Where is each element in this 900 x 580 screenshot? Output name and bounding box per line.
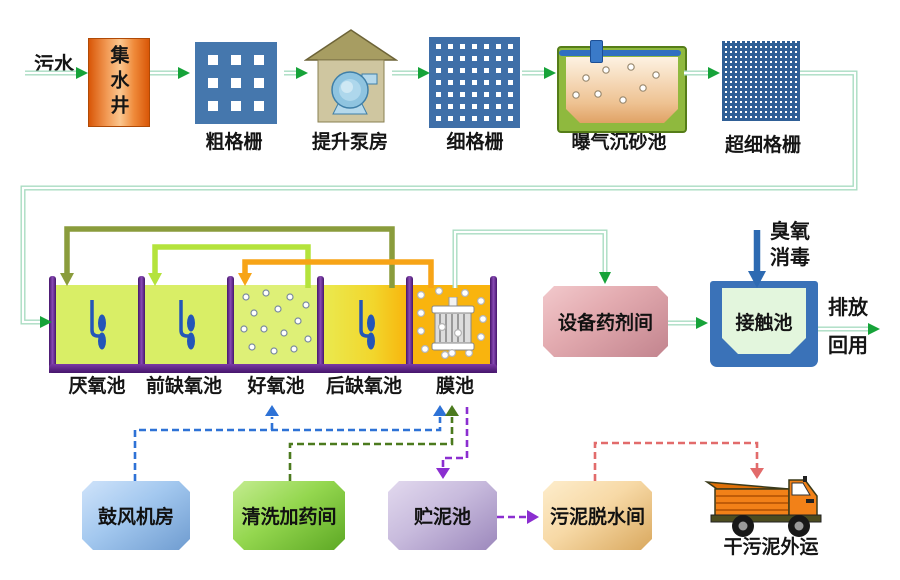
tank-wall xyxy=(490,276,497,373)
dewatering-room-label: 污泥脱水间 xyxy=(549,506,645,528)
coarse-screen-label: 粗格栅 xyxy=(205,131,263,153)
blower-room-label: 鼓风机房 xyxy=(97,506,174,528)
influent-label: 污水 xyxy=(34,52,74,76)
contact-tank-label: 接触池 xyxy=(735,311,793,334)
aerobic-bubbles xyxy=(240,289,312,355)
air-line-dashed xyxy=(133,417,442,481)
membrane-label: 膜池 xyxy=(435,375,474,397)
pump-house-svg xyxy=(303,29,399,123)
ultrafine-screen-label: 超细格栅 xyxy=(724,134,801,156)
tank-wall xyxy=(317,276,324,373)
grit-aeration-stub xyxy=(590,40,603,63)
grit-chamber-icon xyxy=(557,46,687,133)
tank-floor xyxy=(49,364,497,373)
fine-screen-icon xyxy=(429,37,520,128)
sludge-truck-icon xyxy=(703,468,827,544)
sludge-tank-box: 贮泥池 xyxy=(388,481,497,550)
collection-well-box: 集水井 xyxy=(88,38,150,127)
reuse-label: 回用 xyxy=(828,333,868,357)
pump-house-label: 提升泵房 xyxy=(311,131,388,153)
fine-screen-label: 细格栅 xyxy=(446,131,504,153)
contact-tank-liquid: 接触池 xyxy=(722,288,806,354)
cleaning-room-box: 清洗加药间 xyxy=(233,481,345,550)
cleaning-room-label: 清洗加药间 xyxy=(241,506,337,528)
mixer-icon xyxy=(179,300,195,350)
tank-wall xyxy=(138,276,145,373)
membrane-tank-liquid xyxy=(413,285,490,364)
mixer-icon xyxy=(90,300,106,350)
mixer-icon xyxy=(359,300,375,350)
cleaning-line-dashed xyxy=(288,417,454,481)
chemical-room-label: 设备药剂间 xyxy=(557,312,653,334)
ozone-label: 臭氧 消毒 xyxy=(770,219,810,269)
discharge-label: 排放 xyxy=(828,295,868,319)
cleaning-line-arrowhead xyxy=(445,405,459,416)
tank-wall xyxy=(227,276,234,373)
aerobic-label: 好氧池 xyxy=(247,375,305,397)
tank-wall xyxy=(49,276,56,373)
sludge-tank-label: 贮泥池 xyxy=(413,506,471,528)
air-line-arrowheads xyxy=(265,405,447,416)
anaerobic-label: 厌氧池 xyxy=(68,375,126,397)
pump-house-icon xyxy=(303,28,399,132)
bioreactor-tanks xyxy=(49,276,497,373)
coarse-screen-icon xyxy=(195,42,277,124)
post-anoxic-label: 后缺氧池 xyxy=(325,375,402,397)
aerobic-tank-liquid xyxy=(234,285,317,364)
collection-well-label: 集水井 xyxy=(107,45,130,120)
chemical-room-box: 设备药剂间 xyxy=(543,286,668,357)
tank-wall xyxy=(406,276,413,373)
pre-anoxic-label: 前缺氧池 xyxy=(145,375,222,397)
contact-tank-box: 接触池 xyxy=(710,281,818,367)
grit-chamber-label: 曝气沉砂池 xyxy=(571,131,667,153)
ultrafine-screen-icon xyxy=(722,41,800,121)
truck-label: 干污泥外运 xyxy=(723,536,819,558)
blower-room-box: 鼓风机房 xyxy=(82,481,190,550)
membrane-module-icon xyxy=(431,297,475,357)
dewatering-room-box: 污泥脱水间 xyxy=(543,481,652,550)
ozone-arrow xyxy=(748,230,766,288)
grit-chamber-bubbles xyxy=(572,63,660,104)
grit-aeration-pipe xyxy=(559,50,681,56)
